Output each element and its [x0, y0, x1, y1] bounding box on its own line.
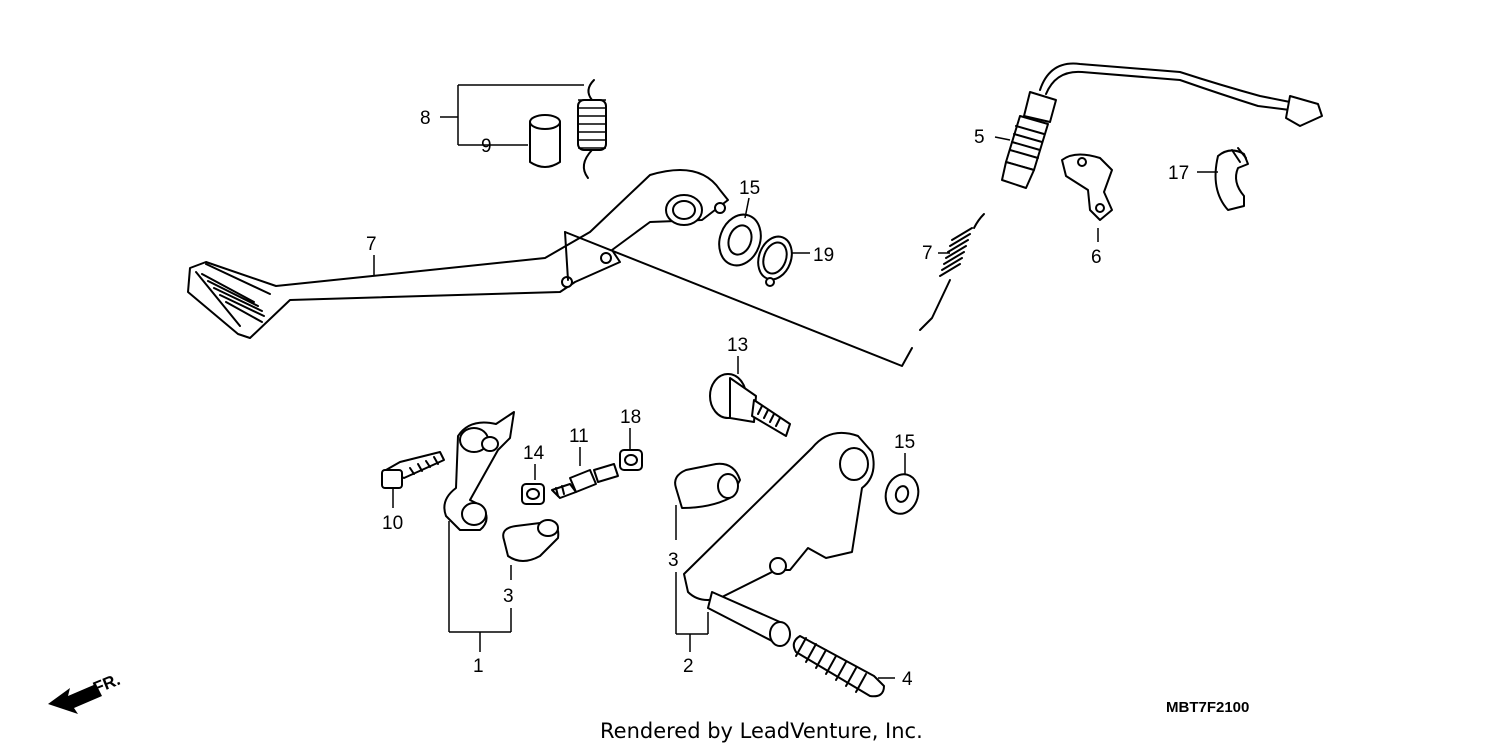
callout-6: 6: [1091, 247, 1102, 268]
part-callouts: 8 9 7 15 19 5 6 17 7 13 15 18 11 14 10 3…: [366, 108, 1189, 690]
ball-joint-left[interactable]: [502, 519, 560, 562]
flange-bolt[interactable]: [381, 451, 445, 489]
callout-12: 11: [569, 426, 589, 447]
callout-17: 17: [1168, 163, 1189, 184]
callout-11: 10: [382, 513, 403, 534]
gearshift-arm[interactable]: [443, 411, 515, 531]
callout-leaders: [373, 84, 1218, 679]
harness-clamp[interactable]: [1214, 147, 1249, 211]
brake-light-switch[interactable]: [1001, 62, 1323, 189]
brake-pedal[interactable]: [187, 169, 729, 339]
return-spring[interactable]: [577, 79, 607, 179]
collar[interactable]: [529, 114, 561, 168]
pivot-bolt[interactable]: [709, 373, 791, 437]
callout-2: 2: [683, 656, 694, 677]
brake-rod: [564, 231, 913, 367]
callout-3-left: 3: [503, 586, 514, 607]
washer-16[interactable]: [712, 209, 767, 272]
callout-16: 15: [739, 178, 760, 199]
callout-9: 8: [420, 108, 431, 129]
switch-bracket[interactable]: [1061, 153, 1113, 221]
diagram-code: MBT7F2100: [1166, 699, 1249, 716]
front-direction-arrow-icon: FR.: [48, 670, 123, 714]
callout-10: 9: [481, 136, 492, 157]
callout-13: 13: [727, 335, 748, 356]
callout-7: 7: [922, 243, 933, 264]
callout-14: 14: [523, 443, 545, 464]
callout-18: 18: [620, 407, 641, 428]
nut-18[interactable]: [619, 449, 643, 471]
pedal-rubber[interactable]: [792, 635, 885, 698]
callout-5: 5: [974, 127, 985, 148]
ball-joint-right[interactable]: [674, 462, 741, 509]
pedal-tread-grooves: [201, 273, 265, 323]
render-credit: Rendered by LeadVenture, Inc.: [600, 719, 923, 743]
shift-rod[interactable]: [551, 463, 619, 499]
brake-switch-spring[interactable]: [919, 213, 985, 331]
callout-4: 4: [902, 669, 913, 690]
washer-15[interactable]: [881, 471, 922, 518]
shift-pedal[interactable]: [683, 432, 875, 647]
snap-ring-19[interactable]: [752, 232, 797, 287]
callout-8: 7: [366, 234, 377, 255]
callout-3-right: 3: [668, 550, 679, 571]
nut-14[interactable]: [521, 483, 545, 505]
callout-15: 15: [894, 432, 915, 453]
direction-label: FR.: [90, 670, 123, 698]
callout-1: 1: [473, 656, 484, 677]
callout-19: 19: [813, 245, 834, 266]
